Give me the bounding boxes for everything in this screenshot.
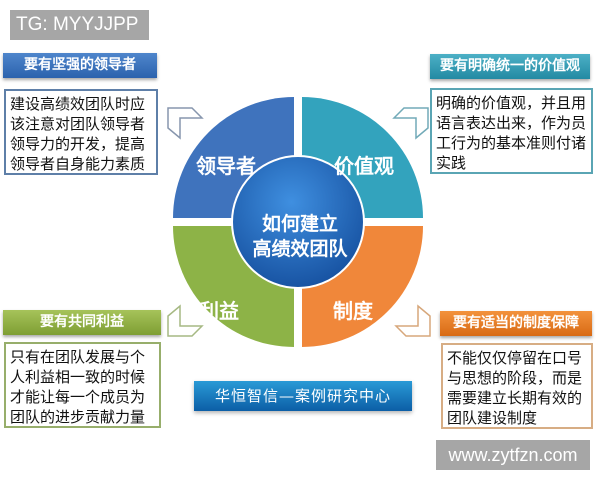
leader-title: 要有坚强的领导者: [3, 53, 157, 78]
system-text: 不能仅仅停留在口号与思想的阶段，而是需要建立长期有效的团队建设制度: [441, 343, 593, 429]
quadrant-label-leader: 领导者: [196, 154, 256, 178]
interest-text: 只有在团队发展与个人利益相一致的时候才能让每一个成员为团队的进步贡献力量: [4, 342, 161, 428]
watermark-bottom: www.zytfzn.com: [436, 440, 590, 470]
quadrant-label-system: 制度: [333, 299, 373, 323]
quadrant-label-interest: 利益: [199, 299, 239, 323]
system-title: 要有适当的制度保障: [440, 311, 592, 336]
values-title: 要有明确统一的价值观: [430, 54, 590, 79]
center-line-1: 如何建立: [261, 213, 338, 235]
arrow-icon-system: [394, 304, 431, 337]
banner: 华恒智信—案例研究中心: [194, 381, 412, 411]
arrow-icon-leader: [167, 107, 204, 140]
watermark-top: TG: MYYJJPP: [10, 10, 149, 40]
quadrant-label-values: 价值观: [334, 154, 394, 178]
center-line-2: 高绩效团队: [252, 238, 348, 260]
arrow-icon-values: [392, 107, 429, 140]
center-circle: [231, 155, 365, 289]
arrow-icon-interest: [167, 304, 204, 337]
values-text: 明确的价值观，并且用语言表达出来，作为员工行为的基本准则付诸实践: [430, 88, 593, 174]
interest-title: 要有共同利益: [3, 310, 161, 335]
center-title: 如何建立 高绩效团队: [225, 212, 375, 262]
leader-text: 建设高绩效团队时应该注意对团队领导者领导力的开发，提高领导者自身能力素质: [4, 89, 158, 175]
